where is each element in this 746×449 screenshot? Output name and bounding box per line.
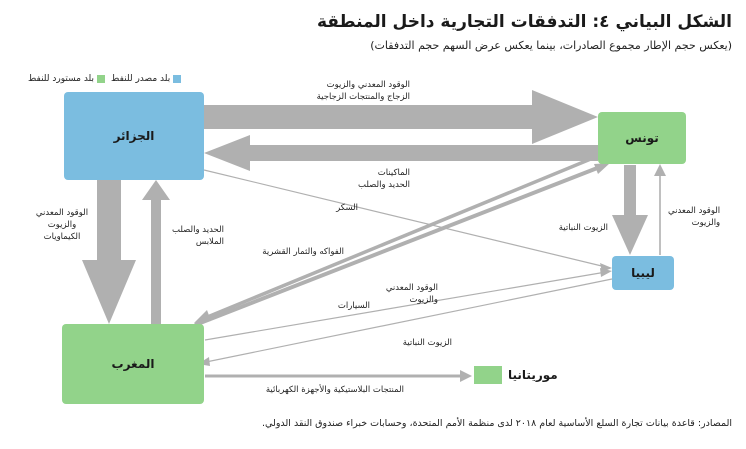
label-alg-tun-line2: الزجاج والمنتجات الزجاجية [316,92,410,102]
label-fruits: الفواكه والثمار القشرية [262,247,344,257]
arrow-libya-morocco-oils [205,278,613,363]
arrow-algeria-morocco [82,180,136,324]
node-label-tunisia: تونس [625,131,659,145]
label-plastics: المنتجات البلاستيكية والأجهزة الكهربائية [265,385,404,395]
label-alg-tun-line1: الوقود المعدني والزيوت [326,80,410,90]
arrowhead-morocco-tunisia [594,163,610,174]
label-algeria-tunisia: الوقود المعدني والزيوت الزجاج والمنتجات … [317,79,410,103]
legend-label-exporter: بلد مصدر للنفط [111,74,171,84]
label-mor-alg-line2: الملابس [195,237,224,247]
node-algeria: الجزائر [64,92,204,180]
node-label-morocco: المغرب [111,357,155,371]
label-lib-mor-line2: والزيوت [409,295,438,305]
node-label-libya: ليبيا [631,266,655,280]
label-alg-mor-line1: الوقود المعدني [35,208,89,218]
label-lib-tun-line2: والزيوت [691,218,721,228]
legend-swatch-exporter [173,75,182,83]
node-tunisia: تونس [598,112,686,164]
label-tunisia-algeria: الماكينات الحديد والصلب [358,167,410,191]
label-cars: السيارات [337,301,370,311]
node-mauritania: موريتانيا [474,366,558,384]
source-note: المصادر: قاعدة بيانات تجارة السلع الأساس… [262,418,732,429]
arrow-algeria-libya-sugar [203,169,611,269]
label-morocco-libya-oils: الزيوت النباتية [402,338,452,348]
arrow-algeria-tunisia [204,90,598,144]
label-lib-mor-line1: الوقود المعدني [385,283,438,293]
legend-swatch-importer [97,75,106,83]
node-label-algeria: الجزائر [113,129,155,143]
arrowhead-tunisia-morocco [194,310,211,323]
label-algeria-morocco: الوقود المعدني والزيوت الكيماويات [22,207,102,243]
arrow-tunisia-libya [612,165,648,255]
label-libya-morocco-fuel: الوقود المعدني والزيوت [386,282,438,306]
label-tun-alg-line1: الماكينات [377,168,410,178]
arrow-morocco-tunisia-fruits [194,163,606,327]
label-libya-tunisia: الوقود المعدني والزيوت [668,205,720,229]
figure-subtitle: (يعكس حجم الإطار مجموع الصادرات، بينما ي… [370,39,732,52]
label-lib-tun-line1: الوقود المعدني [668,206,721,216]
node-label-mauritania: موريتانيا [508,368,558,382]
legend: بلد مصدر للنفط بلد مستورد للنفط [28,74,182,84]
label-mor-alg-line1: الحديد والصلب [171,225,224,235]
label-alg-mor-line3: الكيماويات [43,232,81,242]
arrowhead-libya-tunisia [654,164,666,176]
label-morocco-algeria: الحديد والصلب الملابس [172,224,224,248]
arrow-tunisia-algeria [204,135,598,171]
legend-item-importer: بلد مستورد للنفط [28,74,106,84]
node-box-mauritania [474,366,502,384]
node-morocco: المغرب [62,324,204,404]
label-tun-alg-line2: الحديد والصلب [357,180,410,190]
arrowhead-morocco-mauritania [460,370,472,382]
arrowhead-morocco-libya [600,268,612,277]
arrow-morocco-algeria [142,180,170,324]
label-tunisia-libya-oils: الزيوت النباتية [558,223,608,233]
figure-title: الشكل البياني ٤: التدفقات التجارية داخل … [316,12,732,32]
label-sugar: السكر [336,203,358,213]
arrow-tunisia-morocco [204,154,599,320]
legend-item-exporter: بلد مصدر للنفط [111,74,182,84]
label-alg-mor-line2: والزيوت [47,220,77,230]
arrow-morocco-libya-cars [204,271,607,341]
node-libya: ليبيا [612,256,674,290]
legend-label-importer: بلد مستورد للنفط [28,74,95,84]
